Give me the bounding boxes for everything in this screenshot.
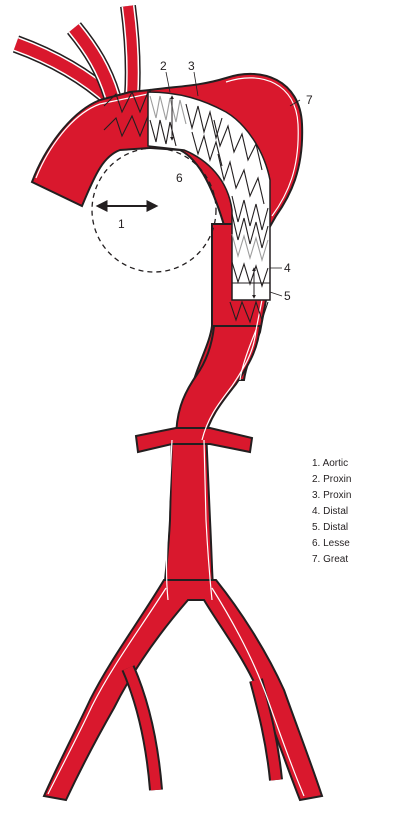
marker-7: 7	[306, 93, 313, 107]
legend-item: 5. Distal	[312, 520, 404, 536]
legend-item: 4. Distal	[312, 504, 404, 520]
legend-item: 7. Great	[312, 552, 404, 568]
legend-item: 2. Proxin	[312, 472, 404, 488]
legend-item: 6. Lesse	[312, 536, 404, 552]
supra-aortic-branches	[16, 6, 133, 100]
marker-3: 3	[188, 59, 195, 73]
marker-6: 6	[176, 171, 183, 185]
marker-4: 4	[284, 261, 291, 275]
legend-item: 1. Aortic	[312, 456, 404, 472]
marker-1: 1	[118, 217, 125, 231]
marker-5: 5	[284, 289, 291, 303]
abdominal-aorta	[176, 326, 260, 440]
legend: 1. Aortic 2. Proxin 3. Proxin 4. Distal …	[312, 456, 404, 568]
marker-2: 2	[160, 59, 167, 73]
legend-item: 3. Proxin	[312, 488, 404, 504]
